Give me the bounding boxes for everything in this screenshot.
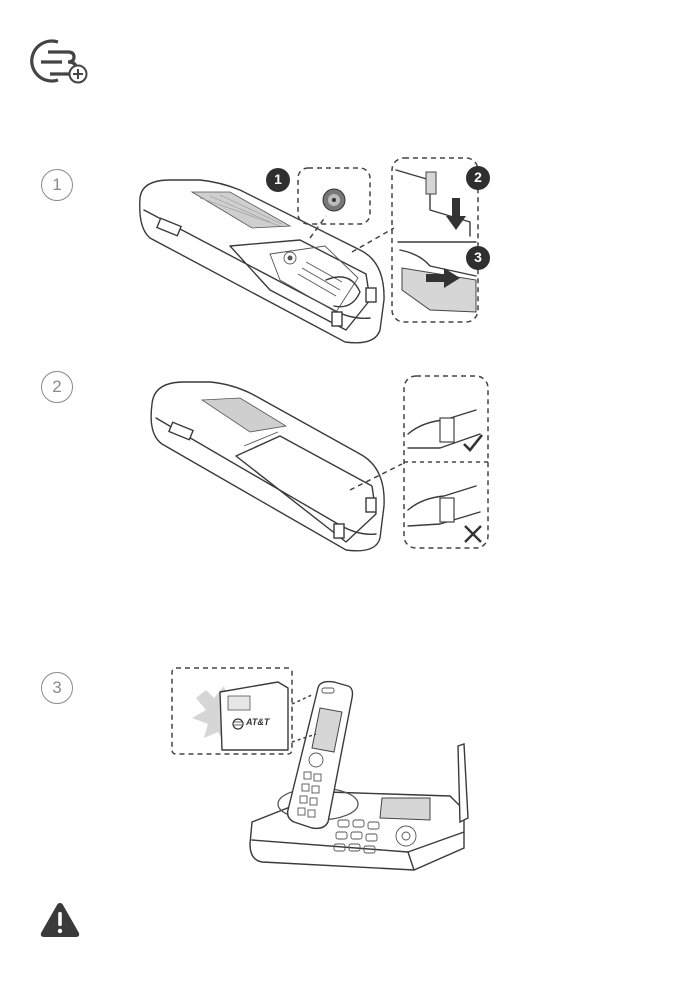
step-3-illustration: AT&T (168, 664, 478, 884)
callout-badge-1-label: 1 (271, 171, 285, 187)
brand-label: AT&T (246, 717, 269, 727)
step-1-illustration: 1 2 3 (130, 150, 500, 350)
check-icon (462, 432, 484, 454)
step-3-number: 3 (41, 672, 73, 704)
callout-badge-2-label: 2 (471, 169, 485, 185)
callout-badge-3-label: 3 (471, 249, 485, 265)
step-2-illustration (140, 374, 492, 556)
warning-icon (39, 901, 81, 939)
step-2-number: 2 (41, 371, 73, 403)
battery-plus-icon (36, 38, 90, 86)
cross-icon (463, 524, 483, 544)
step-1-number: 1 (41, 169, 73, 201)
